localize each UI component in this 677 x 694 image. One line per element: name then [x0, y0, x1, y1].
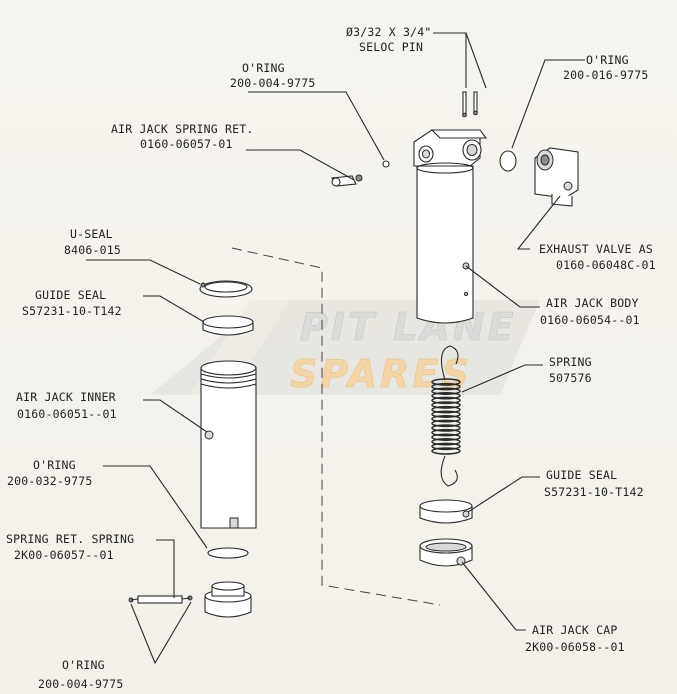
label-spring-part: 507576	[549, 371, 592, 385]
oring-top-right-part	[499, 150, 517, 172]
air-jack-inner-part	[200, 360, 257, 529]
label-exhaust-valve-name: EXHAUST VALVE AS	[539, 242, 653, 256]
spring-coil	[431, 433, 461, 441]
spring-ret-spring-part	[128, 595, 193, 604]
labels: Ø3/32 X 3/4" SELOC PIN O'RING 200-004-97…	[6, 25, 656, 691]
label-exhaust-valve-part: 0160-06048C-01	[556, 258, 656, 272]
guide-seal-right-part	[419, 499, 473, 524]
assembly-dashed-line	[231, 247, 441, 606]
spring-coil	[431, 382, 461, 391]
label-spring-ret-name: AIR JACK SPRING RET.	[111, 122, 253, 136]
label-seloc-pin-part: SELOC PIN	[359, 40, 423, 54]
spring-coil	[431, 410, 461, 418]
label-air-jack-inner-name: AIR JACK INNER	[16, 390, 116, 404]
label-oring-bottom-part: 200-004-9775	[38, 677, 123, 691]
watermark-line1: PIT LANE	[300, 305, 517, 349]
spring-coil	[431, 419, 461, 428]
spring-coil	[431, 396, 461, 405]
spring-coil	[431, 428, 461, 437]
label-u-seal-name: U-SEAL	[70, 227, 113, 241]
spring-coil	[431, 424, 461, 432]
air-jack-cap-part	[419, 538, 473, 567]
label-oring-top-left-part: 200-004-9775	[230, 76, 315, 90]
spring-coil	[431, 442, 461, 451]
oring-top-left-part	[382, 160, 390, 168]
spring-coil	[431, 401, 461, 409]
spring-coil	[431, 447, 461, 455]
label-air-jack-cap-part: 2K00-06058--01	[525, 640, 625, 654]
oring-mid-left-part	[207, 547, 249, 559]
label-spring-ret-spring-name: SPRING RET. SPRING	[6, 532, 134, 546]
label-air-jack-body-name: AIR JACK BODY	[546, 296, 639, 310]
label-oring-top-right-part: 200-016-9775	[563, 68, 648, 82]
guide-seal-left-part	[202, 315, 254, 336]
label-spring-ret-part: 0160-06057-01	[140, 137, 233, 151]
label-oring-top-left-name: O'RING	[242, 61, 285, 75]
label-guide-seal-left-name: GUIDE SEAL	[35, 288, 106, 302]
spring-coil	[431, 387, 461, 395]
spring-coil	[431, 405, 461, 414]
label-oring-mid-left-part: 200-032-9775	[7, 474, 92, 488]
seloc-pins	[462, 91, 478, 118]
spring-coil	[431, 378, 461, 386]
air-jack-inner-cap-part	[204, 581, 252, 618]
label-oring-top-right-name: O'RING	[586, 53, 629, 67]
label-guide-seal-right-part: S57231-10-T142	[544, 485, 644, 499]
watermark-line2: SPARES	[290, 352, 472, 396]
label-guide-seal-left-part: S57231-10-T142	[22, 304, 122, 318]
label-air-jack-body-part: 0160-06054--01	[540, 313, 640, 327]
label-u-seal-part: 8406-015	[64, 243, 121, 257]
label-oring-bottom-name: O'RING	[62, 658, 105, 672]
leader-lines	[86, 32, 585, 665]
spring-part	[431, 345, 461, 487]
air-jack-body	[413, 129, 488, 324]
label-oring-mid-left-name: O'RING	[33, 458, 76, 472]
label-air-jack-cap-name: AIR JACK CAP	[532, 623, 617, 637]
label-guide-seal-right-name: GUIDE SEAL	[546, 468, 617, 482]
label-seloc-pin-name: Ø3/32 X 3/4"	[346, 25, 431, 39]
label-air-jack-inner-part: 0160-06051--01	[17, 407, 117, 421]
air-jack-spring-ret	[331, 174, 363, 187]
label-spring-ret-spring-part: 2K00-06057--01	[14, 548, 114, 562]
spring-coil	[431, 438, 461, 446]
spring-coil	[431, 415, 461, 423]
spring-coil	[431, 392, 461, 400]
u-seal-part	[199, 280, 253, 298]
exhaust-valve	[534, 147, 579, 207]
label-spring-name: SPRING	[549, 355, 592, 369]
